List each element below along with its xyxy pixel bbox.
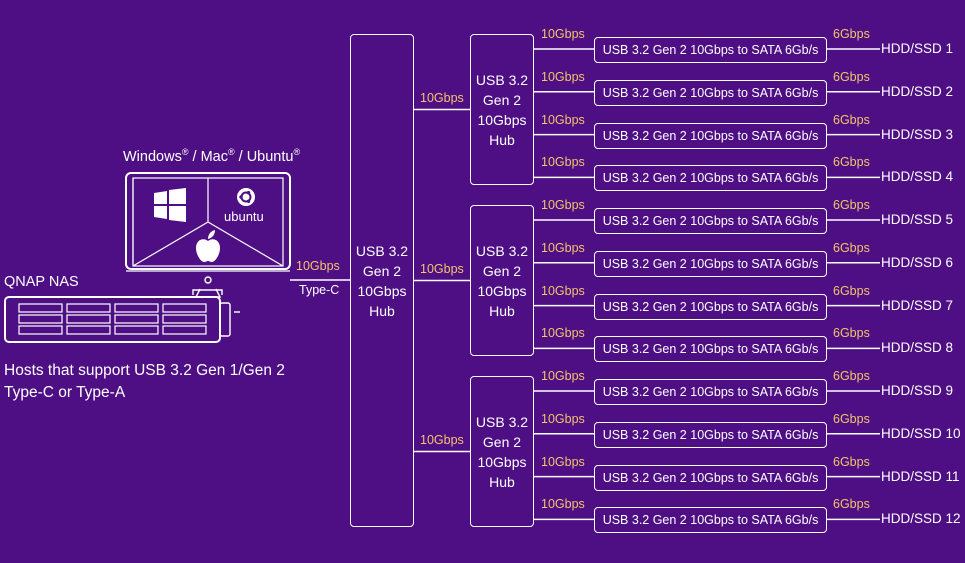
drive-label: HDD/SSD 1 <box>881 41 954 56</box>
hub-link-speed: 10Gbps <box>420 261 464 276</box>
usb-sata-adapter: USB 3.2 Gen 2 10Gbps to SATA 6Gb/s <box>594 122 827 149</box>
adapter-input-speed: 10Gbps <box>541 283 585 298</box>
adapter-output-speed: 6Gbps <box>833 240 870 255</box>
adapter-input-speed: 10Gbps <box>541 326 585 341</box>
usb-sata-adapter: USB 3.2 Gen 2 10Gbps to SATA 6Gb/s <box>594 79 827 106</box>
usb-sata-adapter: USB 3.2 Gen 2 10Gbps to SATA 6Gb/s <box>594 208 827 234</box>
adapter-input-speed: 10Gbps <box>541 69 585 84</box>
hub-link-speed: 10Gbps <box>420 90 464 105</box>
nas-drive-bay <box>66 325 111 335</box>
adapter-output-speed: 6Gbps <box>833 369 870 383</box>
nas-drive-bay <box>18 303 63 313</box>
adapter-input-speed: 10Gbps <box>541 198 585 212</box>
drive-label: HDD/SSD 12 <box>881 511 961 527</box>
host-link-speed: 10Gbps <box>296 259 340 273</box>
windows-logo-icon <box>154 188 186 222</box>
sub-hub-line: 10Gbps <box>477 111 527 128</box>
sub-hub-line: Hub <box>489 302 515 319</box>
host-link-connector: Type-C <box>299 283 340 297</box>
sub-hub-line: USB 3.2 <box>475 71 529 88</box>
sub-hub-line: 10Gbps <box>477 453 527 470</box>
usb-sata-adapter: USB 3.2 Gen 2 10Gbps to SATA 6Gb/s <box>594 165 827 192</box>
hosts-text-line1: Hosts that support USB 3.2 Gen 1/Gen 2 <box>4 362 285 379</box>
usb-sata-adapter: USB 3.2 Gen 2 10Gbps to SATA 6Gb/s <box>594 37 827 63</box>
nas-label: QNAP NAS <box>4 274 79 290</box>
drive-label: HDD/SSD 7 <box>881 297 954 313</box>
nas-drive-bay <box>114 303 159 313</box>
hub-link-speed: 10Gbps <box>420 432 464 447</box>
adapter-output-speed: 6Gbps <box>833 198 870 212</box>
nas-drive-bay <box>162 314 207 324</box>
adapter-input-speed: 10Gbps <box>541 411 585 426</box>
os-caption: Windows® / Mac® / Ubuntu® <box>123 147 301 165</box>
drive-label: HDD/SSD 3 <box>881 126 954 142</box>
usb-sata-adapter: USB 3.2 Gen 2 10Gbps to SATA 6Gb/s <box>594 250 827 277</box>
adapter-output-speed: 6Gbps <box>833 155 870 170</box>
drive-label: HDD/SSD 8 <box>881 340 954 356</box>
adapter-output-speed: 6Gbps <box>833 411 870 426</box>
sub-hub-line: USB 3.2 <box>475 413 529 430</box>
hosts-text-line2: Type-C or Type-A <box>4 384 126 401</box>
ubuntu-logo-label: ubuntu <box>224 209 264 224</box>
nas-drive-bay <box>162 325 207 335</box>
drive-label: HDD/SSD 11 <box>881 468 960 484</box>
nas-drive-bay <box>66 303 111 313</box>
drive-label: HDD/SSD 10 <box>881 425 961 441</box>
adapter-output-speed: 6Gbps <box>833 69 870 84</box>
adapter-output-speed: 6Gbps <box>833 283 870 298</box>
usb-sata-adapter: USB 3.2 Gen 2 10Gbps to SATA 6Gb/s <box>594 507 827 534</box>
usb-sata-adapter: USB 3.2 Gen 2 10Gbps to SATA 6Gb/s <box>594 464 827 491</box>
sub-hub-line: 10Gbps <box>477 282 527 299</box>
drive-label: HDD/SSD 4 <box>881 169 954 185</box>
apple-logo-icon <box>196 230 220 262</box>
adapter-input-speed: 10Gbps <box>541 155 585 170</box>
usb-sata-adapter: USB 3.2 Gen 2 10Gbps to SATA 6Gb/s <box>594 293 827 320</box>
main-hub-line: Hub <box>369 302 395 319</box>
usb-sata-adapter: USB 3.2 Gen 2 10Gbps to SATA 6Gb/s <box>594 421 827 448</box>
nas-drive-bay <box>66 314 111 324</box>
nas-drive-bay <box>18 325 63 335</box>
nas-drive-bay <box>114 314 159 324</box>
adapter-output-speed: 6Gbps <box>833 326 870 341</box>
nas-drive-bay <box>18 314 63 324</box>
main-hub-line: Gen 2 <box>362 262 402 279</box>
sub-hub-line: Gen 2 <box>482 91 522 108</box>
usb-sata-adapter: USB 3.2 Gen 2 10Gbps to SATA 6Gb/s <box>594 336 827 363</box>
adapter-input-speed: 10Gbps <box>541 112 585 127</box>
adapter-input-speed: 10Gbps <box>541 497 585 512</box>
adapter-input-speed: 10Gbps <box>541 27 585 41</box>
main-hub-line: USB 3.2 <box>355 242 409 259</box>
adapter-input-speed: 10Gbps <box>541 454 585 469</box>
adapter-input-speed: 10Gbps <box>541 369 585 383</box>
monitor-icon <box>125 172 291 298</box>
main-hub: USB 3.2 Gen 2 10Gbps Hub <box>350 34 414 527</box>
adapter-output-speed: 6Gbps <box>833 454 870 469</box>
drive-label: HDD/SSD 2 <box>881 83 954 99</box>
sub-hub-line: Gen 2 <box>482 262 522 279</box>
adapter-output-speed: 6Gbps <box>833 27 870 41</box>
sub-hub-line: USB 3.2 <box>475 242 529 259</box>
ubuntu-logo-icon <box>237 188 255 206</box>
adapter-input-speed: 10Gbps <box>541 240 585 255</box>
nas-enclosure-icon <box>4 289 240 343</box>
main-hub-line: 10Gbps <box>357 282 407 299</box>
sub-hub-line: Gen 2 <box>482 433 522 450</box>
drive-label: HDD/SSD 9 <box>881 383 954 398</box>
sub-hub-line: Hub <box>489 473 515 490</box>
usb-sata-adapter: USB 3.2 Gen 2 10Gbps to SATA 6Gb/s <box>594 379 827 405</box>
adapter-output-speed: 6Gbps <box>833 497 870 512</box>
drive-label: HDD/SSD 5 <box>881 212 954 227</box>
sub-hub-line: Hub <box>489 131 515 148</box>
nas-drive-bay <box>162 303 207 313</box>
drive-label: HDD/SSD 6 <box>881 254 954 270</box>
adapter-output-speed: 6Gbps <box>833 112 870 127</box>
nas-drive-bay <box>114 325 159 335</box>
